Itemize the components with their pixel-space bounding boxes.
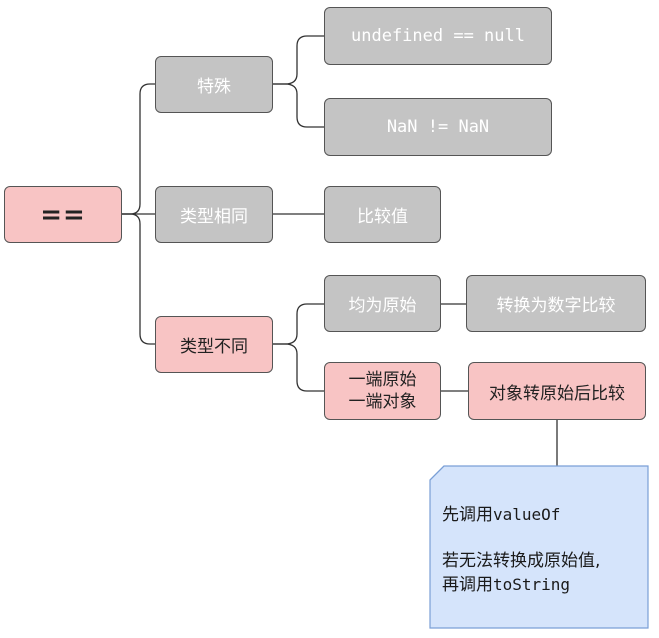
note-line3-code: toString: [493, 575, 571, 594]
compare-value-node[interactable]: 比较值: [324, 186, 441, 243]
special-node[interactable]: 特殊: [155, 56, 273, 113]
diff-type-label: 类型不同: [180, 337, 248, 357]
same-type-label: 类型相同: [180, 207, 248, 227]
root-node[interactable]: ==: [4, 186, 122, 243]
object-to-primitive-label: 对象转原始后比较: [489, 383, 625, 404]
note-line1: 先调用valueOf: [442, 503, 642, 527]
note-line3-prefix: 再调用: [442, 575, 493, 595]
note-line1-prefix: 先调用: [442, 505, 493, 525]
note: 先调用valueOf 若无法转换成原始值, 再调用toString: [442, 503, 642, 597]
note-line1-code: valueOf: [493, 505, 561, 524]
both-primitive-label: 均为原始: [348, 296, 417, 316]
special-label: 特殊: [197, 77, 231, 97]
connector-special-undefined: [273, 35, 324, 85]
mixed-node[interactable]: 一端原始 一端对象: [324, 362, 441, 420]
nan-node[interactable]: NaN != NaN: [324, 98, 552, 156]
nan-label: NaN != NaN: [386, 117, 490, 137]
connector-root-special: [122, 83, 155, 215]
connector-diff-type-mixed: [273, 343, 324, 392]
note-line2-3: 若无法转换成原始值, 再调用toString: [442, 550, 642, 597]
undefined-null-label: undefined == null: [351, 26, 525, 46]
undefined-null-node[interactable]: undefined == null: [324, 7, 552, 65]
diff-type-node[interactable]: 类型不同: [155, 316, 273, 373]
note-fold: [429, 465, 445, 481]
mixed-label-line2: 一端对象: [348, 392, 417, 412]
root-label: ==: [40, 199, 86, 230]
object-to-primitive-node[interactable]: 对象转原始后比较: [468, 362, 646, 420]
connector-diff-type-primitive: [273, 303, 324, 345]
note-line2: 若无法转换成原始值,: [442, 551, 601, 571]
same-type-node[interactable]: 类型相同: [155, 186, 273, 243]
compare-value-label: 比较值: [357, 207, 408, 227]
connector-root-diff-type: [122, 213, 155, 345]
to-number-node[interactable]: 转换为数字比较: [466, 275, 646, 332]
connector-special-nan: [273, 83, 324, 128]
mixed-label-line1: 一端原始: [348, 370, 417, 390]
both-primitive-node[interactable]: 均为原始: [324, 275, 441, 332]
to-number-label: 转换为数字比较: [496, 296, 616, 316]
